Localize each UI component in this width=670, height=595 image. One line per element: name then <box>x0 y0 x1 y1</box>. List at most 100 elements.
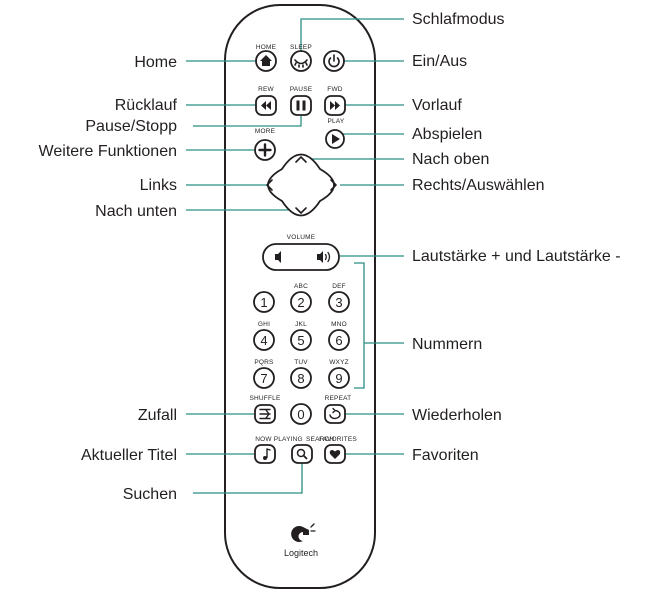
brand-text: Logitech <box>284 548 318 558</box>
forward-icon <box>330 101 340 110</box>
search-button[interactable] <box>291 444 313 464</box>
more-button[interactable] <box>254 139 276 161</box>
key-6[interactable]: 6 <box>328 329 350 351</box>
callout-shuffle: Zufall <box>138 407 177 424</box>
label-shuffle: SHUFFLE <box>249 395 280 402</box>
shuffle-icon <box>259 408 271 420</box>
key-digit: 3 <box>335 295 342 310</box>
key-digit: 8 <box>297 371 304 386</box>
play-icon <box>332 134 340 144</box>
repeat-icon <box>329 407 341 420</box>
callout-home: Home <box>134 54 177 71</box>
logitech-logo-icon <box>291 526 309 542</box>
play-button[interactable] <box>325 129 345 149</box>
key-letters: MNO <box>331 321 347 328</box>
label-search: SEARCH <box>306 436 334 443</box>
callout-repeat: Wiederholen <box>412 407 502 424</box>
key-7[interactable]: 7 <box>253 367 275 389</box>
key-5[interactable]: 5 <box>290 329 312 351</box>
key-digit: 4 <box>260 333 267 348</box>
key-0[interactable]: 0 <box>290 403 312 425</box>
now-playing-button[interactable] <box>254 444 276 464</box>
label-repeat: REPEAT <box>325 395 352 402</box>
nav-right-button[interactable] <box>330 179 337 191</box>
callout-numbers: Nummern <box>412 336 482 353</box>
shuffle-button[interactable] <box>254 404 276 424</box>
key-9[interactable]: 9 <box>328 367 350 389</box>
home-button[interactable] <box>255 50 277 72</box>
key-letters: GHI <box>258 321 270 328</box>
house-icon <box>260 55 272 66</box>
volume-rocker[interactable] <box>262 243 340 271</box>
key-digit: 9 <box>335 371 342 386</box>
callout-left: Links <box>140 177 177 194</box>
key-digit: 2 <box>297 295 304 310</box>
chevron-right-icon <box>330 179 337 191</box>
plus-icon <box>258 143 272 157</box>
pause-button[interactable] <box>290 95 312 116</box>
label-pause: PAUSE <box>290 86 313 93</box>
callout-power: Ein/Aus <box>412 53 467 70</box>
power-button[interactable] <box>323 50 345 72</box>
label-sleep: SLEEP <box>290 44 312 51</box>
leader-lines <box>186 18 404 494</box>
key-digit: 0 <box>297 407 304 422</box>
key-1[interactable]: 1 <box>253 291 275 313</box>
favorites-button[interactable] <box>324 444 346 464</box>
key-digit: 1 <box>260 295 267 310</box>
pause-icon <box>296 100 306 111</box>
key-digit: 7 <box>260 371 267 386</box>
callout-labels: Home Schlafmodus Ein/Aus Rücklauf Vorlau… <box>39 11 621 503</box>
callout-now-playing: Aktueller Titel <box>81 447 177 464</box>
nav-up-button[interactable] <box>295 156 307 163</box>
callout-pause: Pause/Stopp <box>85 118 177 135</box>
chevron-left-icon <box>266 179 273 191</box>
key-8[interactable]: 8 <box>290 367 312 389</box>
chevron-up-icon <box>295 156 307 163</box>
volume-up-icon <box>317 251 331 263</box>
key-4[interactable]: 4 <box>253 329 275 351</box>
callout-favorites: Favoriten <box>412 447 479 464</box>
callout-sleep: Schlafmodus <box>412 11 505 28</box>
direction-pad <box>266 153 337 217</box>
label-more: MORE <box>255 128 276 135</box>
callout-volume: Lautstärke + und Lautstärke - <box>412 248 621 265</box>
label-play: PLAY <box>328 118 345 125</box>
key-letters: ABC <box>294 283 308 290</box>
repeat-button[interactable] <box>324 404 346 424</box>
music-note-icon <box>266 448 271 459</box>
forward-button[interactable] <box>324 95 346 116</box>
label-now-playing: NOW PLAYING <box>255 436 303 443</box>
label-home: HOME <box>256 44 277 51</box>
label-favorites: FAVORITES <box>319 436 357 443</box>
chevron-down-icon <box>295 207 307 214</box>
key-letters: DEF <box>332 283 346 290</box>
key-letters: WXYZ <box>329 359 349 366</box>
sleep-icon <box>294 59 308 68</box>
power-icon <box>328 54 340 68</box>
key-3[interactable]: 3 <box>328 291 350 313</box>
sleep-button[interactable] <box>290 50 312 72</box>
callout-right: Rechts/Auswählen <box>412 177 545 194</box>
search-icon <box>296 448 308 460</box>
heart-icon <box>329 449 341 459</box>
callout-play: Abspielen <box>412 126 482 143</box>
rewind-icon <box>261 101 271 110</box>
label-rew: REW <box>258 86 274 93</box>
callout-down: Nach unten <box>95 203 177 220</box>
callout-up: Nach oben <box>412 151 489 168</box>
key-digit: 5 <box>297 333 304 348</box>
key-letters: JKL <box>295 321 307 328</box>
label-fwd: FWD <box>327 86 343 93</box>
key-letters: TUV <box>294 359 308 366</box>
key-2[interactable]: 2 <box>290 291 312 313</box>
nav-left-button[interactable] <box>266 179 273 191</box>
callout-rew: Rücklauf <box>115 97 178 114</box>
rewind-button[interactable] <box>255 95 277 116</box>
keypad: 1 ABC 2 DEF 3 GHI 4 JKL 5 MNO 6 PQRS <box>253 283 350 389</box>
callout-search: Suchen <box>123 486 177 503</box>
logitech-logo: Logitech <box>284 523 318 558</box>
nav-down-button[interactable] <box>295 207 307 214</box>
callout-fwd: Vorlauf <box>412 97 462 114</box>
